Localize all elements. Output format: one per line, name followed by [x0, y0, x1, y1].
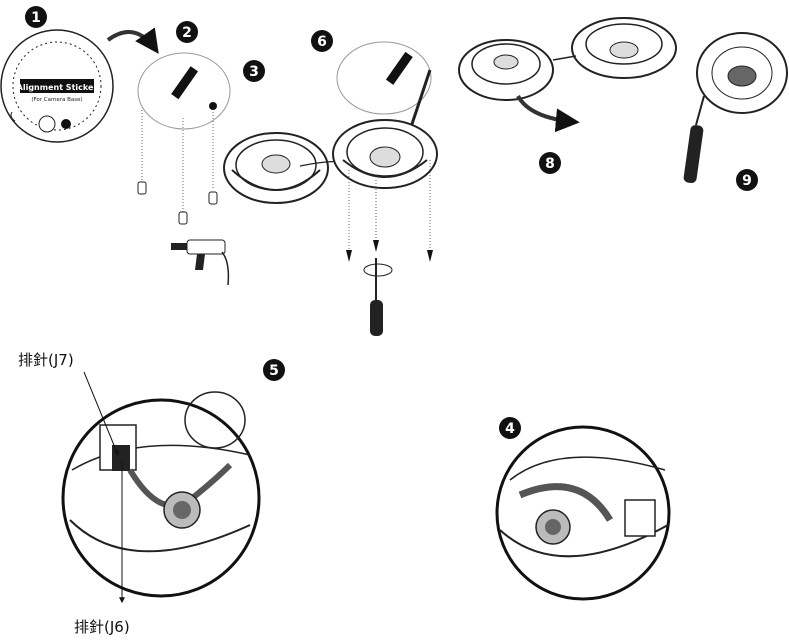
step-8-badge: 8 — [539, 152, 561, 174]
camera-bases-step8 — [459, 18, 676, 122]
svg-text:5: 5 — [269, 363, 279, 379]
alignment-sticker-panel: Alignment Sticker (For Camera Base) — [1, 30, 113, 142]
connector-detail-large — [63, 392, 259, 596]
svg-text:4: 4 — [505, 421, 515, 437]
svg-text:2: 2 — [182, 25, 192, 41]
connector-label-j6: 排針(J6) — [74, 616, 130, 637]
ceiling-sticker — [138, 53, 230, 224]
connector-detail-small — [497, 427, 669, 599]
svg-text:1: 1 — [31, 10, 41, 26]
sticker-title: Alignment Sticker — [17, 83, 98, 92]
step-5-badge: 5 — [263, 359, 285, 381]
dome-cover — [683, 33, 787, 184]
camera-base-mounted — [333, 42, 437, 262]
step-1-badge: 1 — [25, 6, 47, 28]
step-9-badge: 9 — [736, 169, 758, 191]
step-6-badge: 6 — [311, 30, 333, 52]
svg-text:8: 8 — [545, 156, 555, 172]
svg-text:9: 9 — [742, 173, 752, 189]
screwdriver-6 — [364, 258, 392, 336]
drill — [171, 240, 228, 285]
sticker-subtitle: (For Camera Base) — [31, 97, 82, 103]
transfer-arrow — [108, 32, 156, 50]
connector-label-j7: 排針(J7) — [18, 349, 74, 370]
step-2-badge: 2 — [176, 21, 198, 43]
svg-text:6: 6 — [317, 34, 327, 50]
step-3-badge: 3 — [243, 60, 265, 82]
svg-text:3: 3 — [249, 64, 259, 80]
camera-base-left — [224, 133, 345, 203]
step-4-badge: 4 — [499, 417, 521, 439]
